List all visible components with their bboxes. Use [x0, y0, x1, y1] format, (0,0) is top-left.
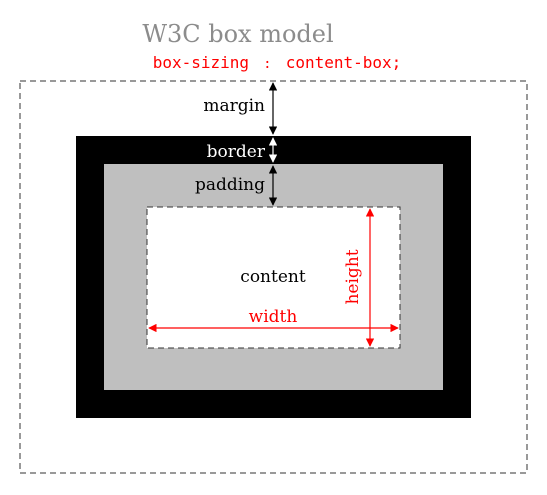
subtitle-value: content-box; — [286, 53, 402, 72]
subtitle-property: box-sizing — [153, 53, 249, 72]
padding-label: padding — [195, 175, 265, 195]
subtitle-separator: : — [265, 53, 270, 72]
margin-label: margin — [203, 96, 265, 116]
height-label: height — [343, 249, 363, 304]
diagram-title: W3C box model — [142, 20, 333, 48]
width-label: width — [249, 307, 298, 327]
diagram-subtitle: box-sizing : content-box; — [153, 53, 402, 72]
content-label: content — [240, 267, 306, 287]
border-label: border — [207, 142, 266, 162]
margin-box — [19, 80, 528, 474]
